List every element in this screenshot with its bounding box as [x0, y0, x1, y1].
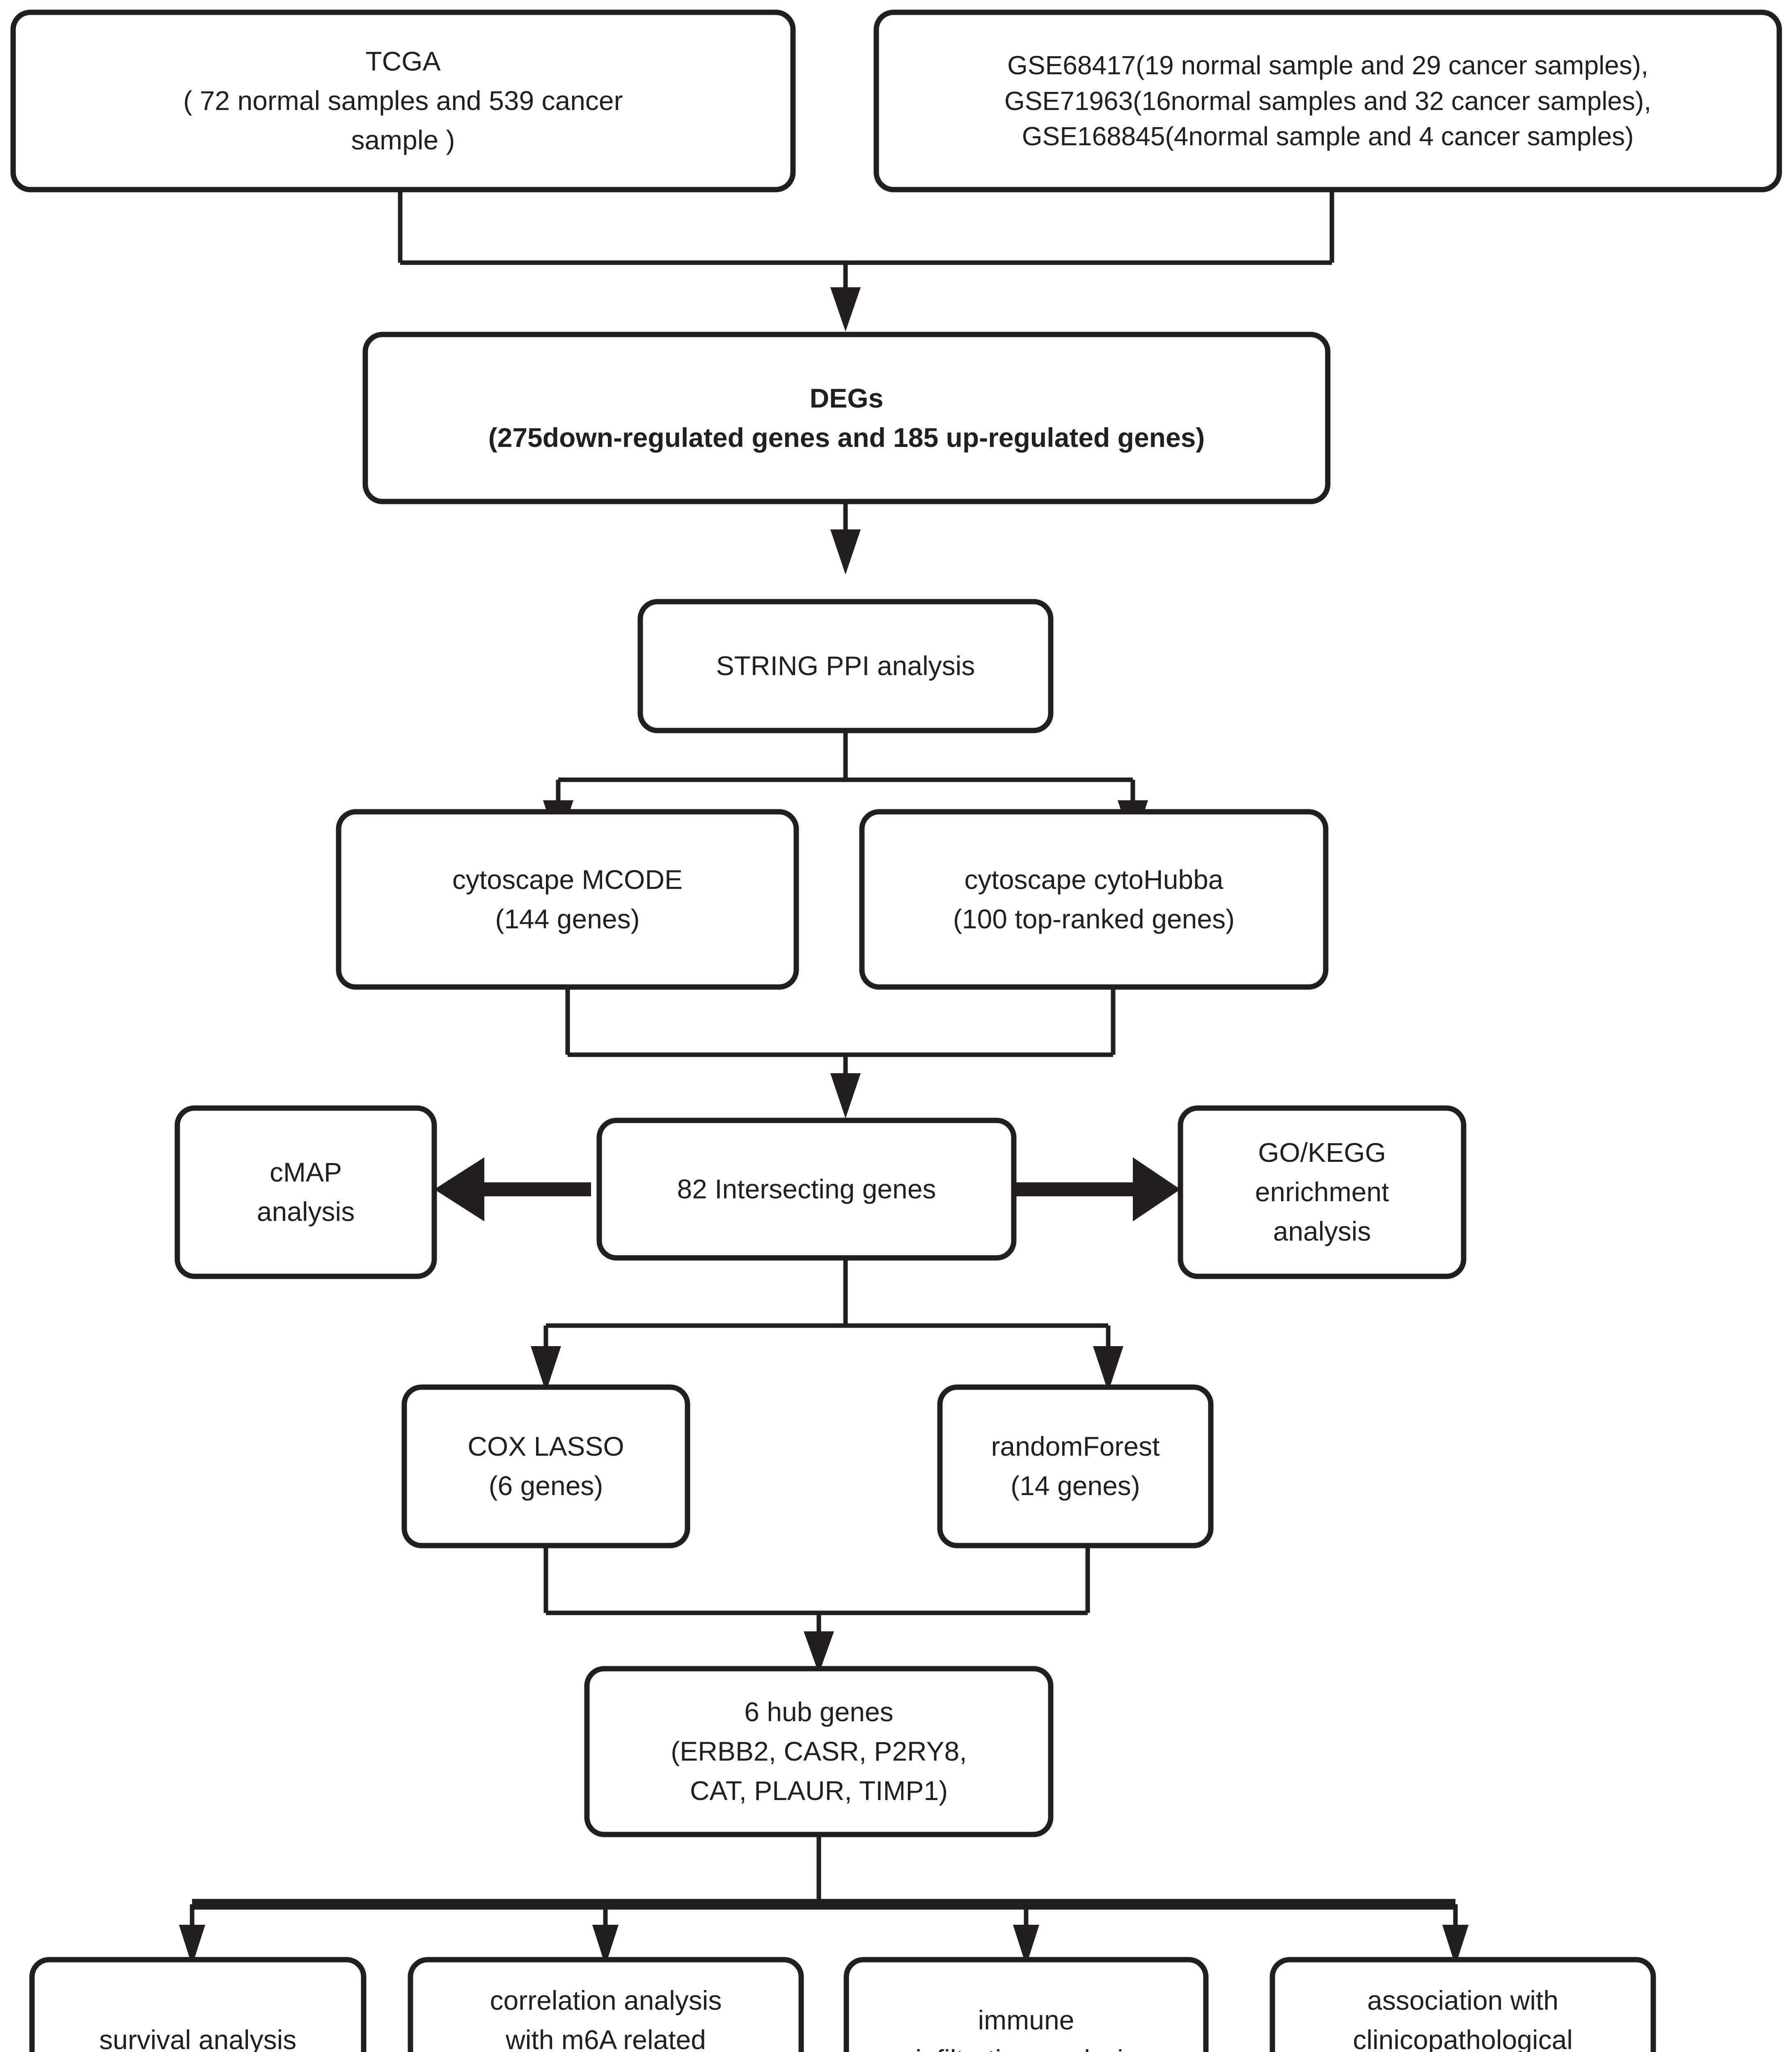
node-randomforest-box[interactable]	[937, 1384, 1214, 1548]
node-mcode-box[interactable]	[336, 809, 799, 990]
node-survival-box[interactable]	[29, 1957, 367, 2052]
node-cytohubba-box[interactable]	[859, 809, 1329, 990]
node-tcga-box[interactable]	[10, 9, 796, 192]
edge-sources-to-degs	[398, 190, 1334, 332]
edge-intersect-to-cmap	[434, 1157, 591, 1221]
edge-intersect-to-models	[531, 1258, 1123, 1392]
node-immune-box[interactable]	[843, 1957, 1209, 2052]
node-gokegg-box[interactable]	[1178, 1105, 1467, 1279]
node-geo-box[interactable]	[873, 9, 1782, 192]
node-intersect-box[interactable]	[596, 1118, 1017, 1261]
node-coxlasso-box[interactable]	[401, 1384, 690, 1548]
edge-models-to-hub	[543, 1546, 1090, 1674]
node-correlation-box[interactable]	[408, 1957, 804, 2052]
edge-hub-to-downstream	[179, 1834, 1469, 1966]
node-cmap-box[interactable]	[174, 1105, 437, 1279]
node-degs-box[interactable]	[362, 332, 1331, 504]
edge-degs-to-string	[830, 502, 861, 575]
edge-cytoscape-to-intersect	[565, 987, 1116, 1118]
node-string-box[interactable]	[637, 599, 1054, 733]
node-hubgenes-box[interactable]	[584, 1666, 1054, 1837]
node-clinico-box[interactable]	[1270, 1957, 1656, 2052]
